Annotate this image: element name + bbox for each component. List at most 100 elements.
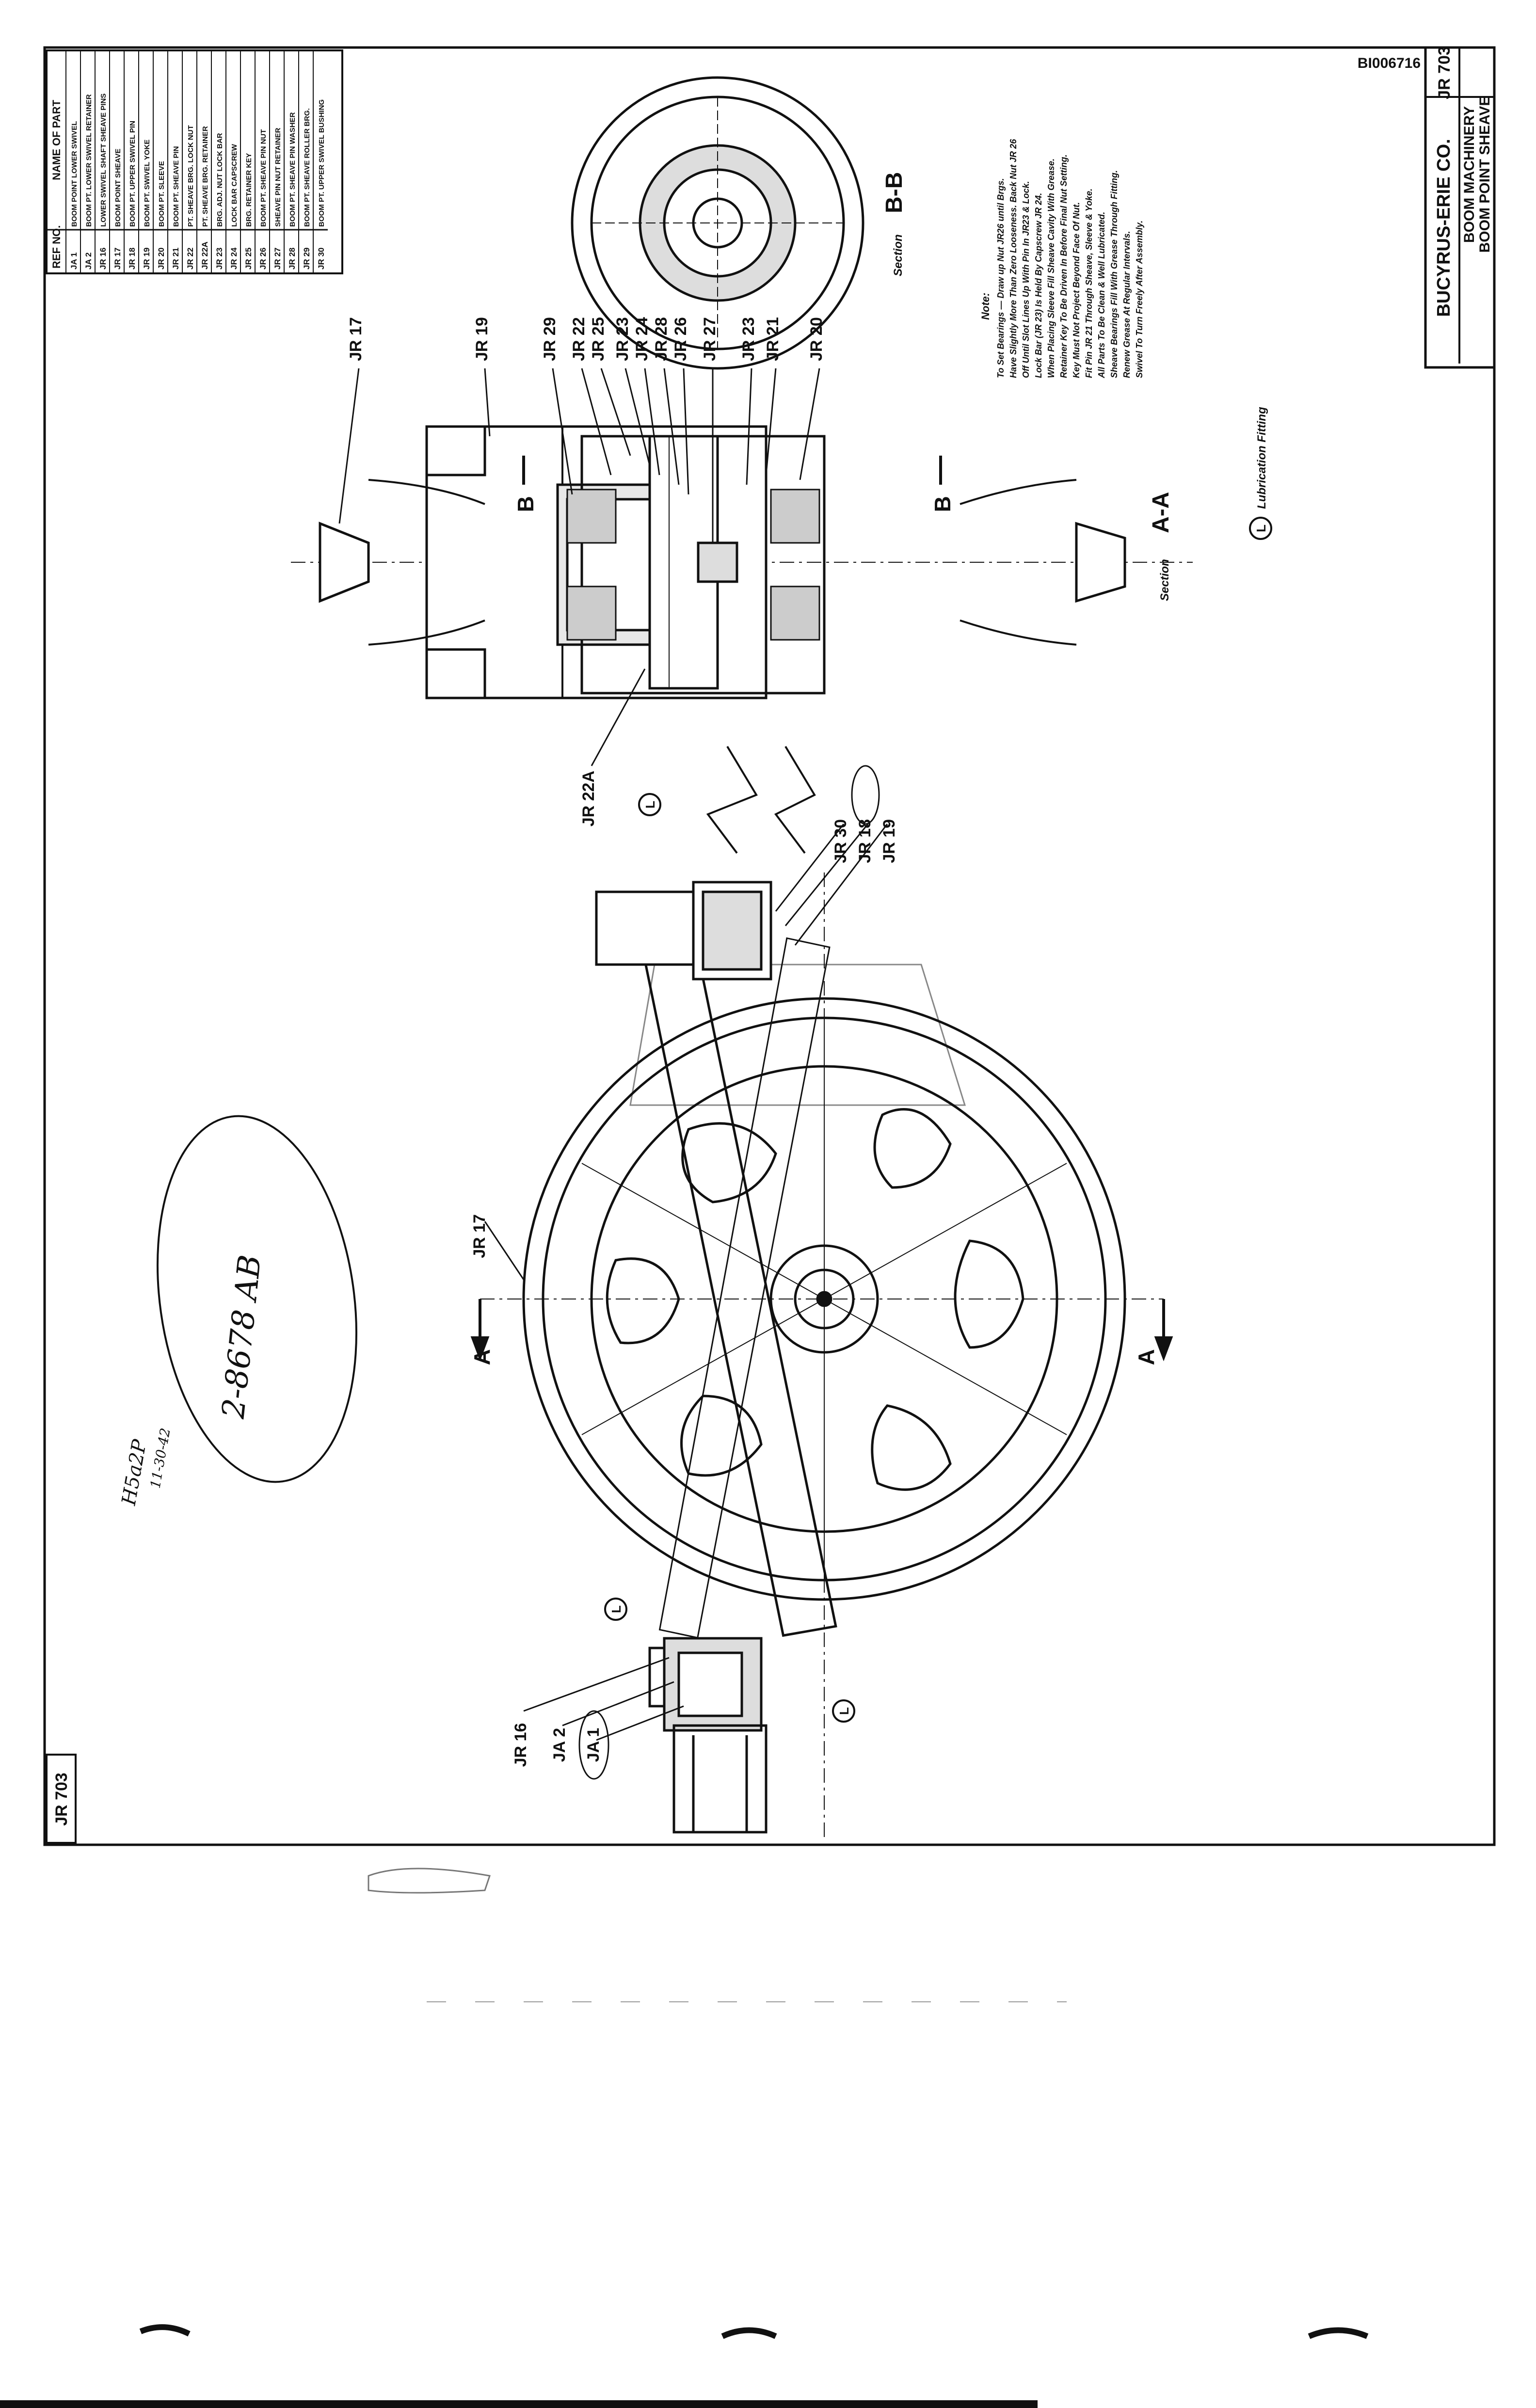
- parts-table: REF NO. NAME OF PART JA 1 BOOM POINT LOWER …: [46, 49, 343, 274]
- parts-row-name: SHEAVE PIN NUT RETAINER: [274, 127, 282, 227]
- elevation-view: [480, 872, 1164, 1842]
- callout-jr20: JR 20: [807, 317, 826, 361]
- handwritten-note-1: H5a2P: [118, 1437, 151, 1507]
- section-b-arrow-1: B: [513, 496, 538, 512]
- title-line2: BOOM POINT SHEAVE: [1477, 96, 1493, 253]
- callout-jr17-main: JR 17: [470, 1214, 489, 1258]
- parts-row-ref: JR 20: [157, 248, 166, 269]
- callout-jr29: JR 29: [541, 317, 559, 361]
- parts-row-ref: JR 17: [113, 248, 122, 269]
- parts-row-ref: JA 2: [84, 253, 93, 269]
- handwritten-circled-note: 2-8678 AB: [216, 1253, 269, 1421]
- parts-row-ref: JR 23: [215, 248, 224, 269]
- lube-symbol-label: L: [643, 801, 657, 808]
- handwritten-note-2: 11-30-42: [147, 1427, 173, 1490]
- callout-jr22: JR 22: [570, 317, 588, 361]
- callout-jr23b: JR 23: [739, 317, 758, 361]
- drawing-number-box: JR 703: [46, 1754, 77, 1844]
- callout-circle-ja1: [578, 1710, 609, 1780]
- callout-jr21: JR 21: [764, 317, 782, 361]
- callout-jr25: JR 25: [589, 317, 608, 361]
- drawing-number-corner: JR 703: [52, 1773, 71, 1826]
- callout-jr28: JR 28: [652, 317, 671, 361]
- parts-row-name: BOOM PT. UPPER SWIVEL BUSHING: [318, 99, 326, 227]
- notes-line: Renew Grease At Regular Intervals.: [1122, 231, 1132, 378]
- parts-row-ref: JR 30: [317, 248, 326, 269]
- doc-number: BI006716: [1358, 55, 1421, 71]
- callout-jr22a: JR 22A: [579, 771, 598, 826]
- callout-ja1: JA 1: [584, 1728, 603, 1762]
- parts-row-name: PT. SHEAVE BRG. LOCK NUT: [187, 125, 195, 227]
- section-bb-prefix: Section: [892, 234, 905, 276]
- parts-row-name: BRG. ADJ. NUT LOCK BAR: [216, 133, 224, 227]
- leader-lines: [338, 368, 888, 1741]
- parts-row-name: LOCK BAR CAPSCREW: [230, 143, 239, 227]
- parts-row-ref: JR 27: [273, 248, 282, 269]
- callout-labels: JR 17 JR 19 JR 29 JR 22 JR 25 JR 23 JR 2…: [347, 317, 898, 1767]
- title-line1: BOOM MACHINERY: [1461, 106, 1477, 243]
- lube-symbol-label: L: [609, 1605, 624, 1613]
- notes-line: Swivel To Turn Freely After Assembly.: [1135, 221, 1144, 378]
- handwritten-circle: [157, 1115, 357, 1483]
- parts-row-ref: JR 25: [244, 248, 253, 269]
- parts-header-name: NAME OF PART: [50, 100, 63, 180]
- parts-row-name: BOOM PT. SHEAVE PIN WASHER: [288, 112, 297, 227]
- parts-row-ref: JA 1: [69, 253, 79, 269]
- parts-row-name: BOOM PT. SHEAVE PIN: [172, 146, 180, 227]
- parts-row-ref: JR 19: [142, 248, 151, 269]
- notes-line: All Parts To Be Clean & Well Lubricated.: [1097, 212, 1106, 379]
- section-bb-title: B-B: [881, 172, 907, 213]
- notes-line: Lock Bar (JR 23) Is Held By Capscrew JR …: [1034, 193, 1043, 378]
- parts-row-ref: JR 16: [98, 248, 108, 269]
- parts-header-ref: REF NO.: [50, 225, 63, 269]
- parts-row-name: BOOM PT. SLEEVE: [158, 161, 166, 227]
- section-b-b-view: [571, 76, 864, 370]
- drawing-border: [43, 46, 1496, 1846]
- notes-block: Note:To Set Bearings — Draw up Nut JR26 …: [979, 139, 1144, 379]
- title-company: BUCYRUS-ERIE CO.: [1434, 139, 1454, 317]
- parts-row-ref: JR 22A: [200, 241, 209, 269]
- break-line: [706, 745, 758, 854]
- callout-jr26: JR 26: [672, 317, 690, 361]
- notes-line: To Set Bearings — Draw up Nut JR26 until…: [996, 178, 1006, 378]
- notes-line: Sheave Bearings Fill With Grease Through…: [1109, 170, 1119, 378]
- parts-row-name: LOWER SWIVEL SHAFT SHEAVE PINS: [99, 94, 108, 227]
- scan-marks: [0, 1868, 1369, 2408]
- parts-row-ref: JR 22: [186, 248, 195, 269]
- parts-row-ref: JR 21: [171, 248, 180, 269]
- parts-row-ref: JR 26: [258, 248, 268, 269]
- parts-row-name: PT. SHEAVE BRG. RETAINER: [201, 126, 209, 227]
- parts-row-name: BOOM PT. LOWER SWIVEL RETAINER: [85, 94, 93, 227]
- parts-row-name: BOOM POINT SHEAVE: [114, 149, 122, 227]
- notes-line: Fit Pin JR 21 Through Sheave, Sleeve & Y…: [1084, 189, 1094, 378]
- callout-jr30: JR 30: [832, 819, 850, 863]
- parts-row-name: BOOM PT. SHEAVE ROLLER BRG.: [303, 108, 311, 227]
- callout-jr27: JR 27: [701, 317, 719, 361]
- callout-ja2: JA 2: [550, 1728, 569, 1762]
- callout-jr23a: JR 23: [613, 317, 632, 361]
- lube-legend: Lubrication Fitting: [1255, 407, 1268, 509]
- section-aa-title: A-A: [1148, 492, 1174, 533]
- break-line: [774, 745, 816, 854]
- notes-line: Retainer Key To Be Driven In Before Fina…: [1059, 155, 1069, 378]
- notes-line: Key Must Not Project Beyond Face Of Nut.: [1072, 202, 1081, 378]
- parts-row-ref: JR 29: [302, 248, 311, 269]
- title-drawing-number: JR 703: [1435, 46, 1454, 99]
- parts-table-header: REF NO. NAME OF PART: [50, 100, 63, 269]
- callout-jr19: JR 19: [473, 317, 491, 361]
- callout-jr16: JR 16: [512, 1723, 530, 1767]
- parts-row-ref: JR 18: [128, 248, 137, 269]
- callout-circle-jr18: [851, 765, 880, 825]
- section-b-arrow-2: B: [930, 496, 955, 512]
- title-block: JR 703 BUCYRUS-ERIE CO. BOOM MACHINERY B…: [1424, 46, 1496, 369]
- parts-row-ref: JR 24: [229, 247, 239, 269]
- section-a-a-view: [291, 425, 1193, 699]
- parts-row-name: BRG. RETAINER KEY: [245, 153, 253, 227]
- parts-row-name: BOOM PT. UPPER SWIVEL PIN: [128, 121, 137, 227]
- callout-jr19b: JR 19: [880, 819, 898, 863]
- parts-row-name: BOOM POINT LOWER SWIVEL: [70, 121, 79, 227]
- notes-line: Have Slightly More Than Zero Looseness. …: [1008, 139, 1018, 378]
- lube-symbol-label: L: [1254, 524, 1268, 532]
- callout-jr18: JR 18: [856, 819, 874, 863]
